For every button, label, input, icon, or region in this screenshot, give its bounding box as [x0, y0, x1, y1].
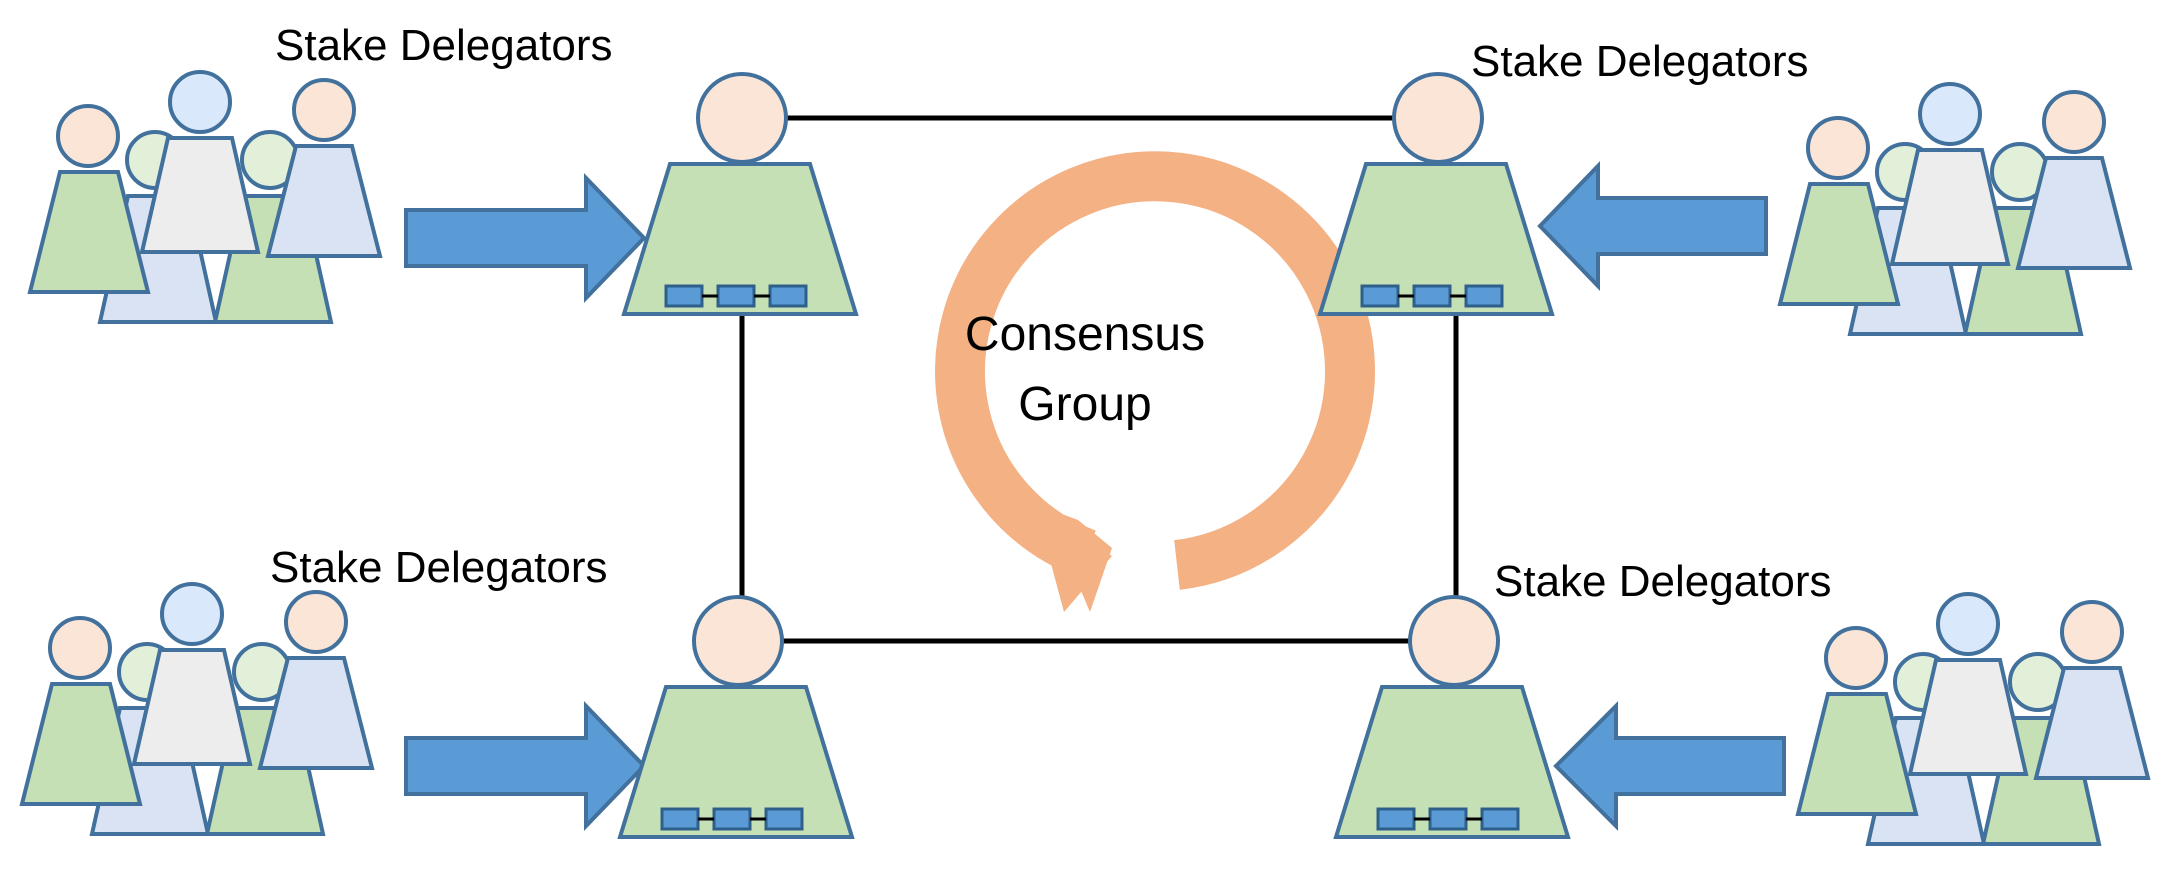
delegators-label-top-left: Stake Delegators	[275, 21, 613, 70]
validator-node-top-right	[1318, 72, 1554, 316]
delegators-label-bottom-right: Stake Delegators	[1494, 557, 1832, 606]
delegators-label-top-right: Stake Delegators	[1471, 37, 1809, 86]
delegators-label-bottom-left: Stake Delegators	[270, 543, 608, 592]
delegator-group-bottom-right	[1796, 592, 2150, 846]
arrow-right-icon	[404, 173, 647, 303]
arrow-left-icon	[1553, 701, 1786, 831]
arrow-right-icon	[404, 701, 647, 831]
arrow-left-icon	[1537, 161, 1768, 291]
delegator-group-bottom-left	[20, 582, 374, 836]
validator-node-bottom-left	[618, 595, 854, 839]
validator-node-top-left	[622, 72, 858, 316]
delegator-group-top-right	[1778, 82, 2132, 336]
consensus-label-line2: Group	[1018, 378, 1151, 431]
consensus-label-line1: Consensus	[965, 308, 1205, 361]
cycle-arrow-icon	[935, 151, 1375, 612]
validator-node-bottom-right	[1334, 595, 1570, 839]
delegator-group-top-left	[28, 70, 382, 324]
consensus-links	[739, 115, 1459, 644]
